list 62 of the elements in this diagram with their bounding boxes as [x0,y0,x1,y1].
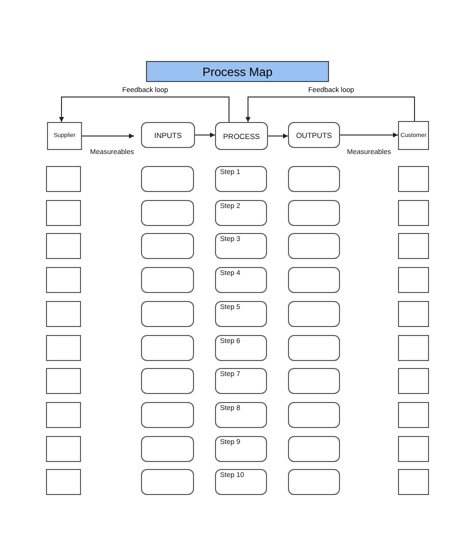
rounded-box [288,166,340,192]
rounded-box [141,166,194,192]
process-box [215,233,267,260]
empty-box [46,469,81,496]
process-box [215,300,267,327]
process-box [288,122,340,148]
empty-box [398,200,429,226]
process-box [215,402,267,428]
rounded-box [141,233,194,260]
empty-box [46,334,81,360]
empty-box [46,267,81,294]
rounded-box [141,300,194,327]
rounded-box [141,200,194,226]
rounded-box [141,436,194,462]
rounded-box [141,334,194,360]
empty-box [398,334,429,360]
process-box [215,469,267,496]
empty-box [398,402,429,428]
rounded-box [141,402,194,428]
empty-box [46,200,81,226]
rounded-box [288,300,340,327]
arrow [82,134,134,138]
process-box [215,368,267,394]
rounded-box [141,368,194,394]
process-box [215,267,267,294]
rounded-box [288,402,340,428]
rounded-box [288,233,340,260]
process-box [215,436,267,462]
rounded-box [288,334,340,360]
process-box [215,334,267,360]
empty-box [46,402,81,428]
rounded-box [288,267,340,294]
process-box [215,200,267,226]
empty-box [46,166,81,192]
empty-box [398,233,429,260]
feedback-arrow [59,96,230,122]
rounded-box [288,469,340,496]
empty-box [398,469,429,496]
process-box [215,166,267,192]
feedback-arrow [246,96,415,122]
empty-box [398,267,429,294]
title-banner: Process Map [146,61,329,82]
empty-box [398,436,429,462]
rounded-box [141,469,194,496]
process-box [141,122,195,148]
entity-box [47,122,82,150]
arrow [268,134,288,138]
empty-box [46,300,81,327]
empty-box [46,368,81,394]
arrow [340,132,398,138]
empty-box [46,233,81,260]
rounded-box [288,200,340,226]
empty-box [398,300,429,327]
rounded-box [288,436,340,462]
empty-box [398,166,429,192]
empty-box [398,368,429,394]
entity-box [398,121,429,150]
rounded-box [141,267,194,294]
arrow [194,132,216,138]
empty-box [46,436,81,462]
process-box [215,122,268,150]
rounded-box [288,368,340,394]
